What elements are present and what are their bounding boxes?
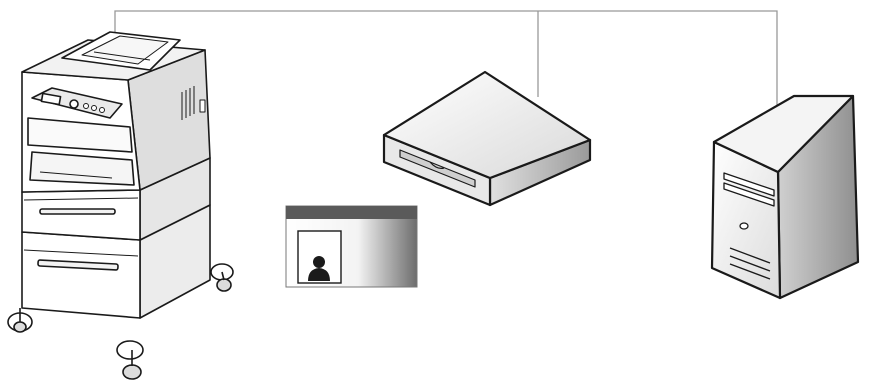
id-card-header-bar bbox=[286, 206, 417, 219]
id-card-icon bbox=[286, 206, 417, 287]
network-lines bbox=[115, 11, 777, 105]
printer-to-server-line bbox=[115, 11, 777, 105]
card-reader-icon bbox=[384, 72, 590, 205]
printer-icon bbox=[8, 32, 233, 379]
server-tower-icon bbox=[712, 96, 858, 298]
